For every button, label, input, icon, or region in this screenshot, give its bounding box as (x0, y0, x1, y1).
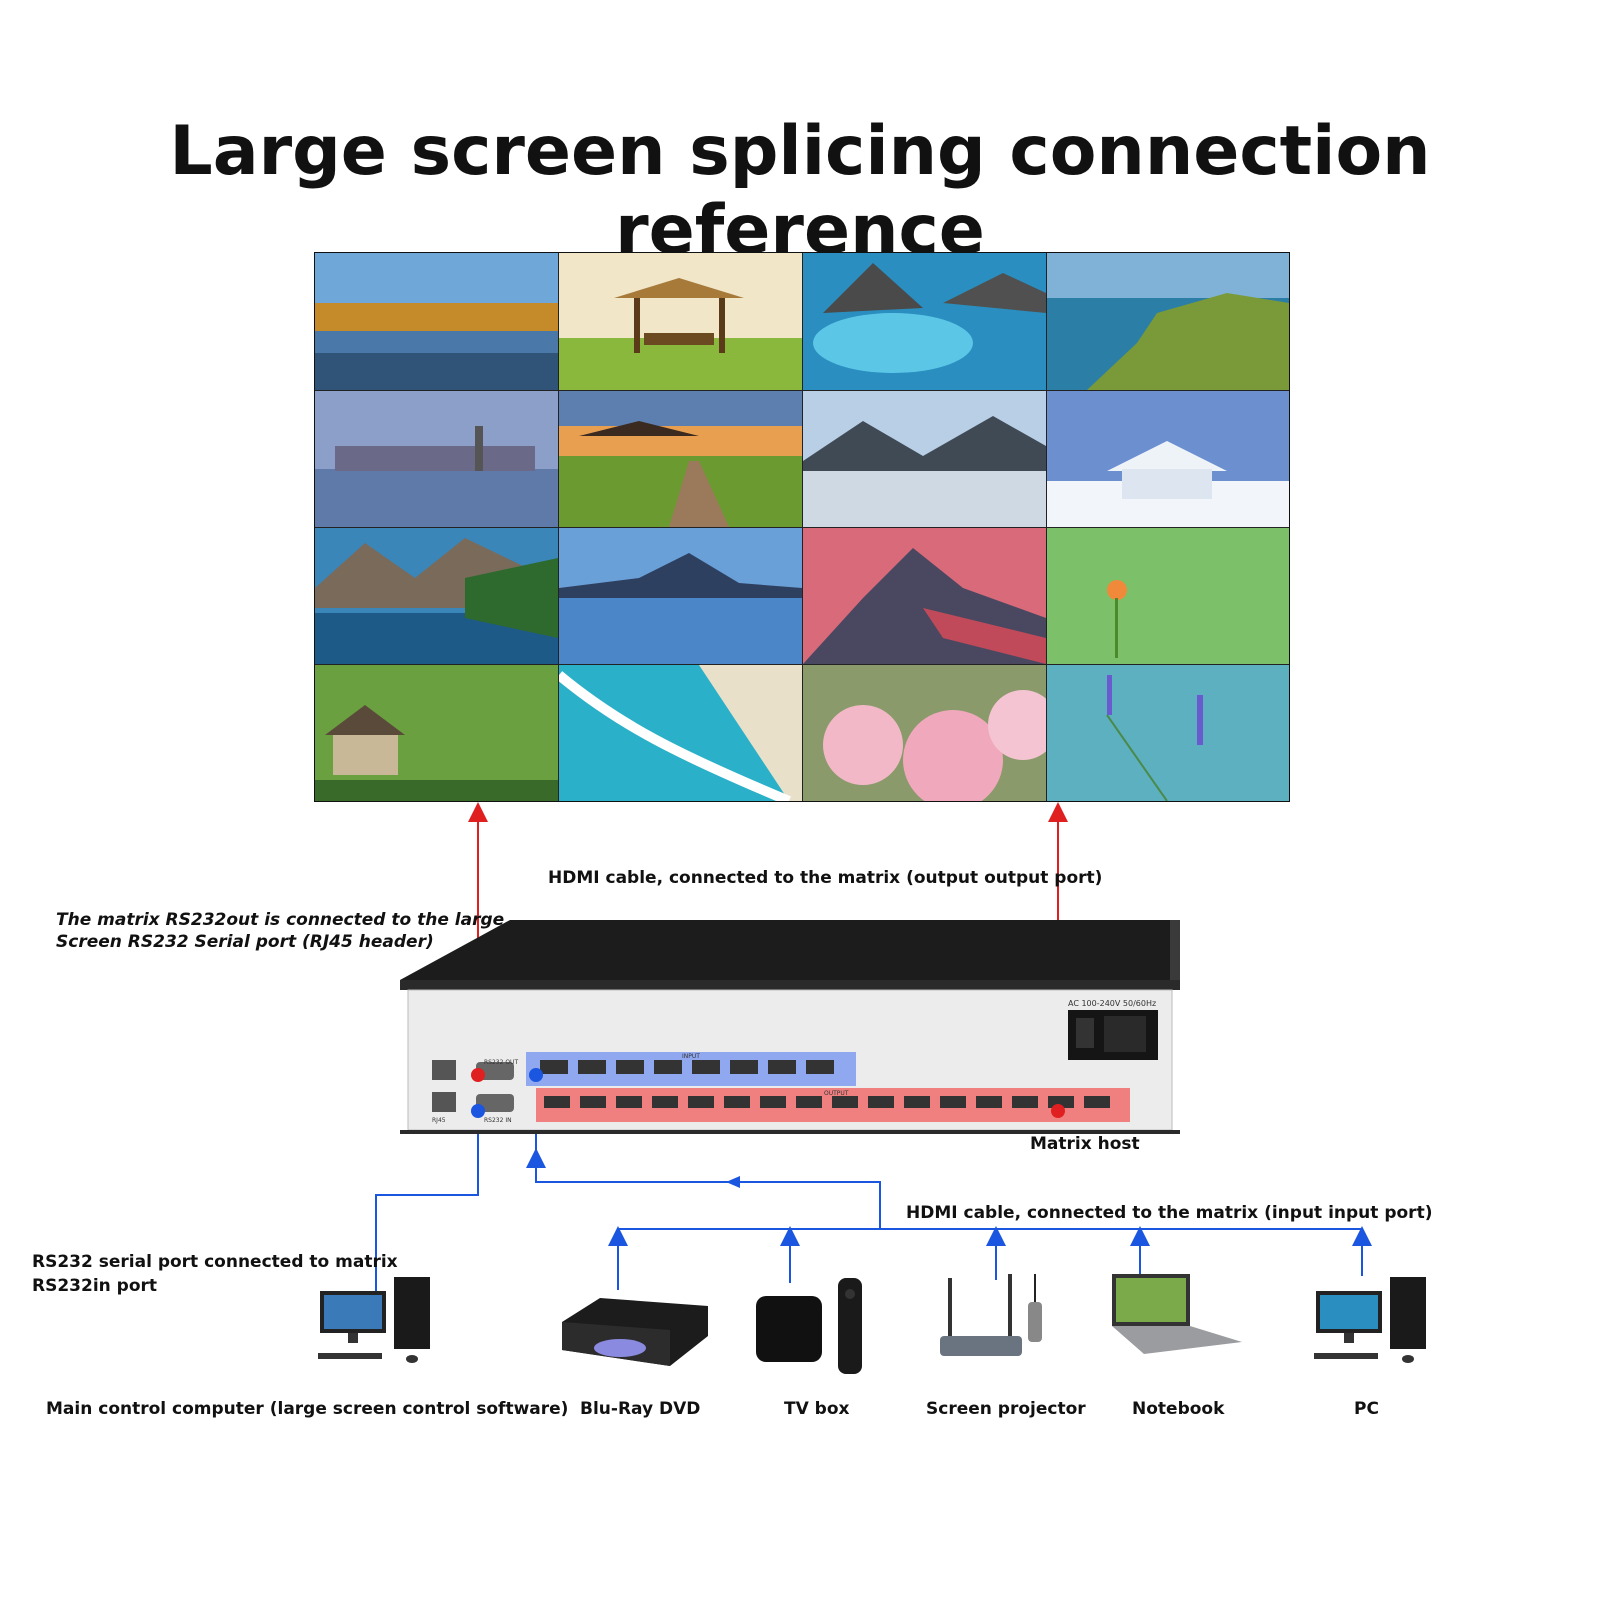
wall-tile-forest-house (315, 665, 558, 801)
tv-box-icon (756, 1278, 862, 1374)
rs232in-note-line1: RS232 serial port connected to matrix (32, 1252, 398, 1272)
input-band-label: INPUT (682, 1053, 700, 1060)
device-label-bluray: Blu-Ray DVD (580, 1399, 701, 1419)
hdmi-output-cable-label: HDMI cable, connected to the matrix (out… (548, 868, 1103, 888)
rs232out-note-line1: The matrix RS232out is connected to the … (56, 910, 505, 930)
rs232-in-port-label: RS232 IN (484, 1117, 512, 1124)
wall-tile-snow-mountain-lake (803, 391, 1046, 527)
page-title: Large screen splicing connection referen… (169, 112, 1431, 270)
wall-tile-red-peaks (803, 528, 1046, 664)
hdmi-input-cable-label: HDMI cable, connected to the matrix (inp… (906, 1203, 1433, 1223)
screen-projector-icon (940, 1274, 1042, 1356)
device-label-main-computer: Main control computer (large screen cont… (46, 1399, 569, 1419)
wall-tile-sea-cliff (1047, 253, 1289, 390)
rj45-port-label: RJ45 (432, 1117, 446, 1124)
wall-tile-snow-cabin (1047, 391, 1289, 527)
wall-tile-lavender (1047, 665, 1289, 801)
main-computer-icon (318, 1277, 430, 1363)
blue-line-rs232in (375, 1118, 479, 1300)
device-label-tv-box: TV box (784, 1399, 850, 1419)
wall-tile-pagoda-path (559, 391, 802, 527)
device-label-notebook: Notebook (1132, 1399, 1225, 1419)
rs232in-note-line2: RS232in port (32, 1276, 158, 1296)
rs232-out-port-label: RS232 OUT (484, 1059, 518, 1066)
matrix-host-label: Matrix host (1030, 1134, 1140, 1154)
wall-tile-mountain-reflection (559, 528, 802, 664)
wall-tile-coast-lagoon (803, 253, 1046, 390)
wall-tile-alpine-lake (315, 528, 558, 664)
wall-tile-lake-forest (315, 253, 558, 390)
power-rating-label: AC 100-240V 50/60Hz (1068, 999, 1156, 1008)
matrix-host-device: AC 100-240V 50/60Hz RS232 OUT RS232 IN R… (400, 920, 1180, 1134)
wall-tile-city-skyline (315, 391, 558, 527)
wall-tile-peach-blossom (803, 665, 1046, 801)
output-band-label: OUTPUT (824, 1090, 849, 1097)
device-label-pc: PC (1354, 1399, 1379, 1419)
wall-tile-hut-field (559, 253, 802, 390)
wall-tile-beach-aerial (559, 665, 802, 801)
rs232out-note-line2: Screen RS232 Serial port (RJ45 header) (56, 932, 434, 952)
bluray-dvd-icon (562, 1298, 708, 1366)
device-label-screen-projector: Screen projector (926, 1399, 1086, 1419)
notebook-icon (1112, 1274, 1242, 1354)
wall-tile-orange-flower (1047, 528, 1289, 664)
pc-icon (1314, 1277, 1426, 1363)
video-wall (314, 252, 1290, 802)
